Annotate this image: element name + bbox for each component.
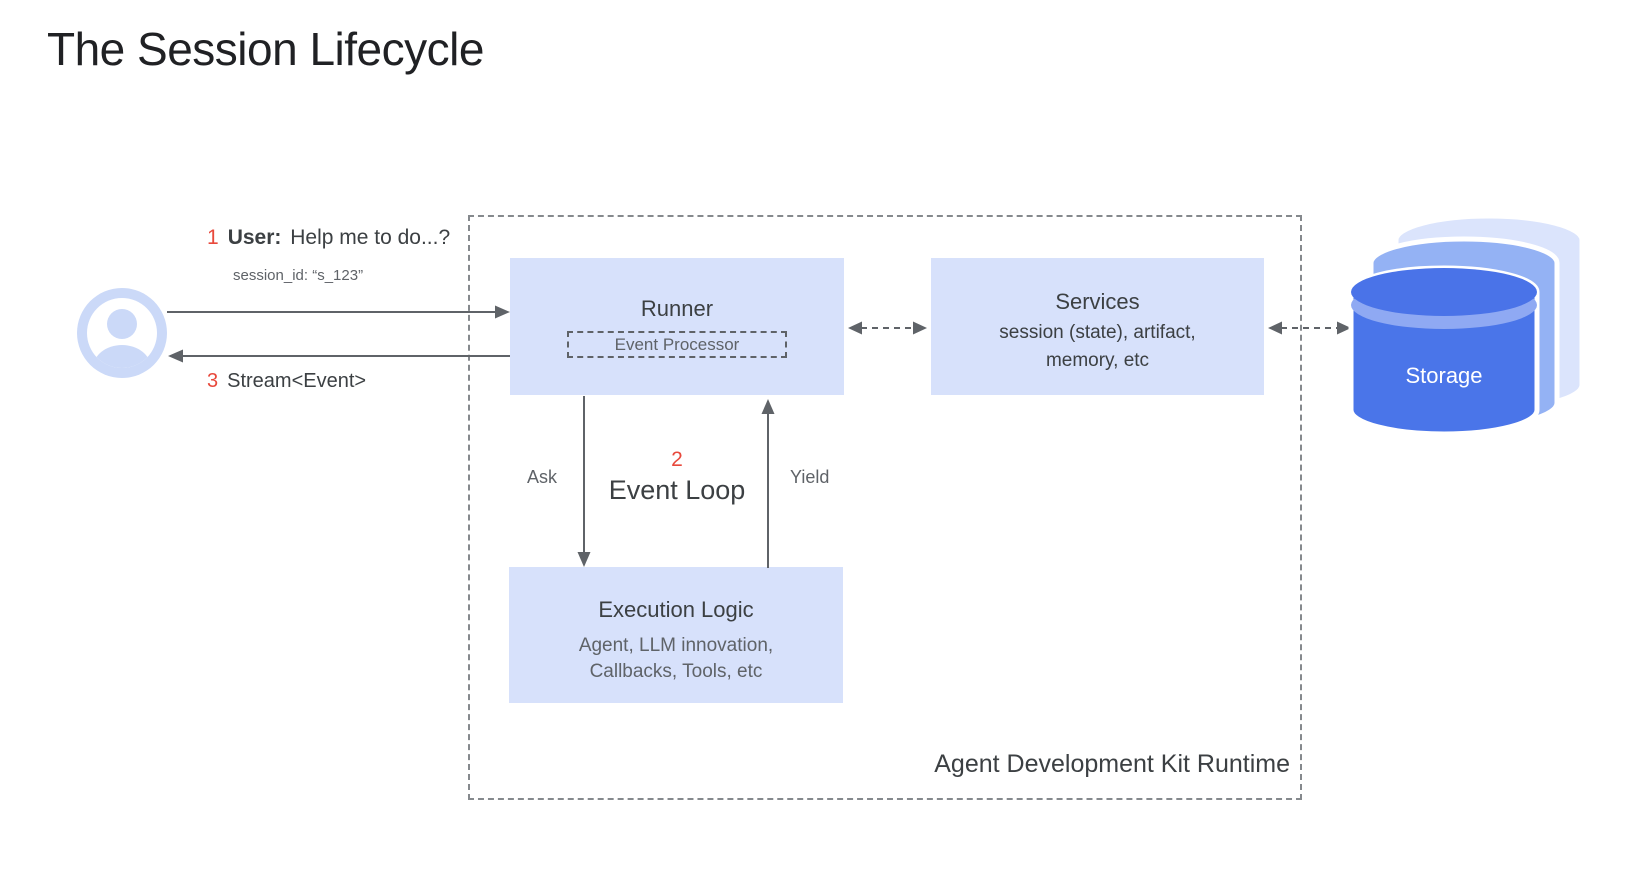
request-speaker: User: (227, 226, 282, 249)
response-arrow (168, 349, 510, 363)
request-text: Help me to do...? (290, 226, 451, 249)
storage-label: Storage (1405, 363, 1483, 388)
runner-box: Runner Event Processor (510, 258, 844, 395)
yield-label: Yield (790, 467, 830, 487)
cylinder-front-top (1351, 268, 1537, 316)
user-avatar-face (87, 298, 157, 368)
services-box: Services session (state), artifact, memo… (931, 258, 1264, 395)
step-number-3: 3 (207, 370, 219, 392)
execution-logic-description: Agent, LLM innovation, Callbacks, Tools,… (579, 633, 773, 685)
event-loop-name: Event Loop (608, 475, 746, 505)
response-text: Stream<Event> (227, 370, 367, 392)
execution-logic-description-line1: Agent, LLM innovation, (578, 635, 774, 656)
user-avatar-head (107, 309, 137, 339)
request-message-label: 1 User: Help me to do...? (207, 226, 450, 250)
user-avatar-icon (77, 288, 167, 378)
execution-logic-box: Execution Logic Agent, LLM innovation, C… (509, 567, 843, 703)
services-description-line1: session (state), artifact, (999, 321, 1196, 343)
event-processor-box: Event Processor (567, 330, 787, 358)
ask-label: Ask (526, 467, 557, 487)
session-id-label: session_id: “s_123” (233, 267, 364, 284)
adk-runtime-boundary (468, 215, 1302, 800)
services-description: session (state), artifact, memory, etc (999, 319, 1195, 375)
request-arrow (167, 305, 510, 319)
cylinder-front-rim (1351, 281, 1537, 329)
cylinder-middle (1368, 236, 1560, 430)
page-title: The Session Lifecycle (47, 23, 484, 75)
response-message-label: 3 Stream<Event> (207, 370, 366, 393)
user-avatar-shoulders (93, 345, 151, 368)
services-description-line2: memory, etc (1045, 349, 1150, 371)
cylinder-front (1348, 265, 1540, 437)
execution-logic-title: Execution Logic (598, 597, 754, 622)
step-number-2: 2 (671, 448, 683, 471)
services-title: Services (1055, 288, 1140, 314)
adk-runtime-label: Agent Development Kit Runtime (934, 750, 1290, 778)
database-cylinder-icon (1348, 213, 1585, 437)
runner-title: Runner (640, 295, 714, 321)
step-number-1: 1 (207, 226, 219, 249)
event-loop-label: 2 Event Loop (577, 448, 777, 506)
execution-logic-description-line2: Callbacks, Tools, etc (589, 661, 763, 682)
